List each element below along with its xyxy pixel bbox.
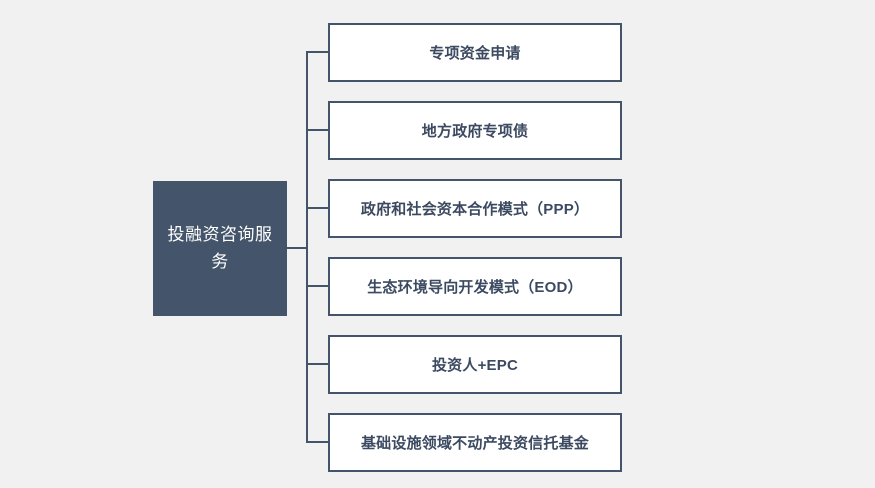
child-node-5[interactable]: 投资人+EPC bbox=[328, 335, 622, 394]
connector-branch-5 bbox=[306, 363, 328, 365]
connector-root-stub bbox=[287, 247, 308, 249]
child-node-5-label: 投资人+EPC bbox=[431, 357, 518, 374]
child-node-4-label: 生态环境导向开发模式（EOD） bbox=[367, 279, 583, 296]
child-node-6[interactable]: 基础设施领域不动产投资信托基金 bbox=[328, 413, 622, 472]
connector-branch-4 bbox=[306, 285, 328, 287]
child-node-6-label: 基础设施领域不动产投资信托基金 bbox=[360, 435, 589, 452]
connector-vertical-trunk bbox=[306, 51, 308, 443]
child-node-1-label: 专项资金申请 bbox=[429, 45, 521, 62]
child-node-3[interactable]: 政府和社会资本合作模式（PPP） bbox=[328, 179, 622, 238]
connector-branch-1 bbox=[306, 51, 328, 53]
child-node-1[interactable]: 专项资金申请 bbox=[328, 23, 622, 82]
child-node-3-label: 政府和社会资本合作模式（PPP） bbox=[360, 201, 590, 218]
root-node[interactable]: 投融资咨询服务 bbox=[153, 181, 287, 316]
child-node-2[interactable]: 地方政府专项债 bbox=[328, 101, 622, 160]
connector-branch-6 bbox=[306, 441, 328, 443]
child-node-4[interactable]: 生态环境导向开发模式（EOD） bbox=[328, 257, 622, 316]
child-node-2-label: 地方政府专项债 bbox=[421, 123, 529, 140]
connector-branch-2 bbox=[306, 129, 328, 131]
connector-branch-3 bbox=[306, 207, 328, 209]
root-node-label: 投融资咨询服务 bbox=[167, 225, 273, 271]
